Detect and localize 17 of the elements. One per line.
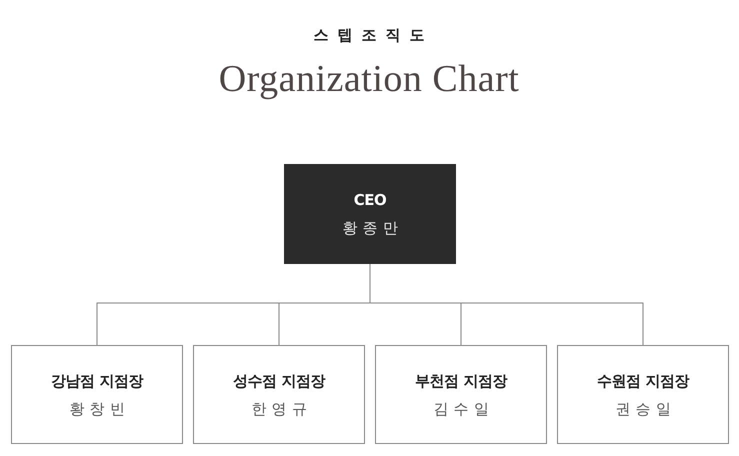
person-name: 권승일 — [614, 398, 676, 418]
role-title: 성수점 지점장 — [233, 370, 325, 390]
person-name: 황창빈 — [68, 398, 130, 418]
branch-box — [557, 345, 729, 444]
ceo-box — [284, 164, 456, 264]
role-title: 수원점 지점장 — [597, 370, 689, 390]
branch-box — [375, 345, 547, 444]
subheading: Organization Chart — [218, 57, 520, 102]
person-name: 황종만 — [341, 218, 403, 238]
branch-box — [193, 345, 365, 444]
role-title: 강남점 지점장 — [51, 370, 143, 390]
person-name: 한영규 — [250, 398, 312, 418]
person-name: 김수일 — [432, 398, 494, 418]
role-title: 부천점 지점장 — [415, 370, 507, 390]
role-title: CEO — [354, 190, 386, 210]
heading: 스텝조직도 — [312, 25, 434, 45]
branch-box — [11, 345, 183, 444]
